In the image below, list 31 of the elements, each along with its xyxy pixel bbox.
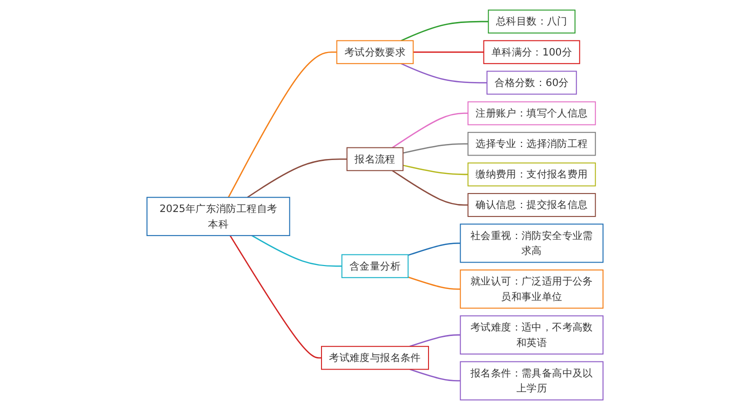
connector bbox=[408, 242, 460, 256]
connector bbox=[228, 52, 337, 198]
connector bbox=[247, 158, 347, 198]
connector bbox=[392, 170, 468, 206]
connector bbox=[402, 164, 468, 176]
connector bbox=[252, 235, 342, 267]
connector bbox=[413, 52, 484, 53]
node-box: 考试分数要求 bbox=[336, 40, 414, 64]
node-box: 报名流程 bbox=[346, 147, 404, 172]
connector bbox=[410, 334, 460, 347]
connector bbox=[408, 276, 460, 290]
connector bbox=[230, 235, 322, 358]
node-box: 报名条件：需具备高中及以上学历 bbox=[460, 361, 604, 400]
node-box: 考试难度与报名条件 bbox=[321, 346, 429, 370]
node-box: 缴纳费用：支付报名费用 bbox=[468, 162, 596, 186]
node-box: 合格分数：60分 bbox=[486, 70, 577, 95]
node-box: 确认信息：提交报名信息 bbox=[468, 193, 596, 217]
node-box: 就业认可：广泛适用于公务员和事业单位 bbox=[460, 270, 604, 309]
connector bbox=[400, 20, 488, 42]
node-box: 选择专业：选择消防工程 bbox=[468, 132, 596, 156]
connector bbox=[392, 112, 468, 148]
connector bbox=[400, 63, 487, 84]
connector bbox=[410, 368, 460, 382]
node-box: 注册账户：填写个人信息 bbox=[468, 101, 596, 126]
node-box: 社会重视：消防安全专业需求高 bbox=[460, 224, 604, 263]
node-box: 单科满分：100分 bbox=[483, 40, 580, 64]
connector bbox=[402, 143, 468, 154]
node-box: 2025年广东消防工程自考本科 bbox=[146, 196, 290, 236]
node-box: 含金量分析 bbox=[341, 254, 409, 278]
node-box: 考试难度：适中，不考高数和英语 bbox=[460, 315, 604, 355]
node-box: 总科目数：八门 bbox=[488, 10, 576, 34]
